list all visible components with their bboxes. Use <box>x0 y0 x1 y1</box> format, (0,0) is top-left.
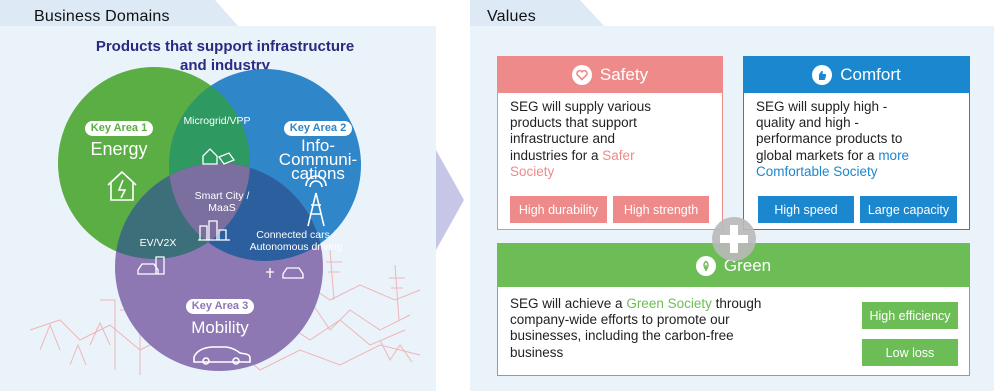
green-description: SEG will achieve a Green Society through… <box>498 287 969 367</box>
green-highlight: Green Society <box>626 296 712 311</box>
plus-icon <box>712 217 756 261</box>
energy-name: Energy <box>90 139 148 160</box>
mobility-name: Mobility <box>191 318 249 338</box>
green-text-line2: company-wide efforts to promote our <box>510 312 730 328</box>
comfort-tag-large-capacity: Large capacity <box>860 196 957 223</box>
solar-house-icon <box>202 148 236 165</box>
chevron-right-icon <box>436 150 464 250</box>
safety-tag-high-durability: High durability <box>510 196 607 223</box>
connected-cars-line1: Connected cars / <box>256 229 336 241</box>
thumbs-up-icon <box>812 65 833 85</box>
safety-title: Safety <box>599 65 649 84</box>
safety-text-line4: industries for a Safer <box>510 148 710 164</box>
green-tag-high-efficiency: High efficiency <box>862 302 958 329</box>
safety-highlight-1: Safer <box>602 147 635 163</box>
ev-charger-icon <box>137 256 165 275</box>
microgrid-label: Microgrid/VPP <box>183 115 251 127</box>
smart-city-line1: Smart City / <box>194 190 250 202</box>
comfort-text-line4: global markets for a more <box>756 148 957 164</box>
safety-text-line1: SEG will supply various <box>510 99 652 114</box>
smart-city-label: Smart City / MaaS <box>182 190 262 214</box>
smart-city-line2: MaaS <box>208 202 236 215</box>
business-domains-tab-bg <box>0 0 238 26</box>
car-icon <box>193 346 251 365</box>
comfort-highlight-2: Comfortable Society <box>756 163 878 179</box>
energy-key-area-badge: Key Area 1 <box>84 121 154 136</box>
connected-car-icon <box>266 267 304 279</box>
heart-icon <box>571 65 592 85</box>
ev-label: EV/V2X <box>139 237 177 249</box>
connected-cars-line2: Autonomous driving <box>249 241 343 254</box>
values-title: Values <box>487 8 536 25</box>
green-text-line1-b: through <box>711 296 762 311</box>
comfort-text-line1: SEG will supply high - <box>756 99 888 114</box>
business-subtitle: Products that support infrastructure and… <box>26 37 424 75</box>
comfort-text-line4-a: global markets for a <box>756 147 879 163</box>
green-text-line1: SEG will achieve a Green Society through <box>510 296 957 312</box>
values-tab-bg <box>470 0 604 26</box>
comfort-card-header: Comfort <box>744 57 969 93</box>
info-name-line2: Communi- <box>278 150 358 170</box>
venn-diagram <box>29 67 421 375</box>
safety-description: SEG will supply various products that su… <box>498 93 722 186</box>
antenna-tower-icon <box>305 175 327 227</box>
city-icon <box>198 220 230 241</box>
safety-text-line3: infrastructure and <box>510 131 616 147</box>
safety-tag-high-strength: High strength <box>613 196 709 223</box>
green-text-line4: business <box>510 344 564 360</box>
info-name-line3: cations <box>291 164 345 184</box>
green-text-line3: businesses, including the carbon-free <box>510 328 734 344</box>
comfort-text-line3: performance products to <box>756 131 903 147</box>
business-domains-title: Business Domains <box>34 8 170 25</box>
info-name-line1: Info- <box>300 136 336 156</box>
safety-card-header: Safety <box>498 57 722 93</box>
business-subtitle-line2: and industry <box>179 57 270 74</box>
comfort-text-line2: quality and high - <box>756 115 859 131</box>
green-text-line1-a: SEG will achieve a <box>510 296 627 311</box>
info-key-area-badge: Key Area 2 <box>283 121 353 136</box>
comfort-highlight-1: more <box>878 147 910 163</box>
safety-text-line4-a: industries for a <box>510 147 603 163</box>
business-subtitle-line1: Products that support infrastructure <box>95 38 355 55</box>
energy-label-group: Key Area 1 Energy <box>84 118 154 160</box>
house-lightning-icon <box>107 170 137 201</box>
leaf-icon <box>695 255 716 276</box>
comfort-title: Comfort <box>840 65 901 84</box>
comfort-tag-high-speed: High speed <box>758 196 854 223</box>
safety-highlight-2: Society <box>510 163 555 179</box>
comfort-description: SEG will supply high - quality and high … <box>744 93 969 186</box>
safety-text-line2: products that support <box>510 115 637 131</box>
green-tag-low-loss: Low loss <box>862 339 958 366</box>
info-label-group: Key Area 2 Info- Communi- cations <box>278 118 358 184</box>
connected-cars-label: Connected cars / Autonomous driving <box>236 229 356 253</box>
mobility-label-group: Key Area 3 Mobility <box>165 296 275 338</box>
mobility-key-area-badge: Key Area 3 <box>185 299 255 314</box>
